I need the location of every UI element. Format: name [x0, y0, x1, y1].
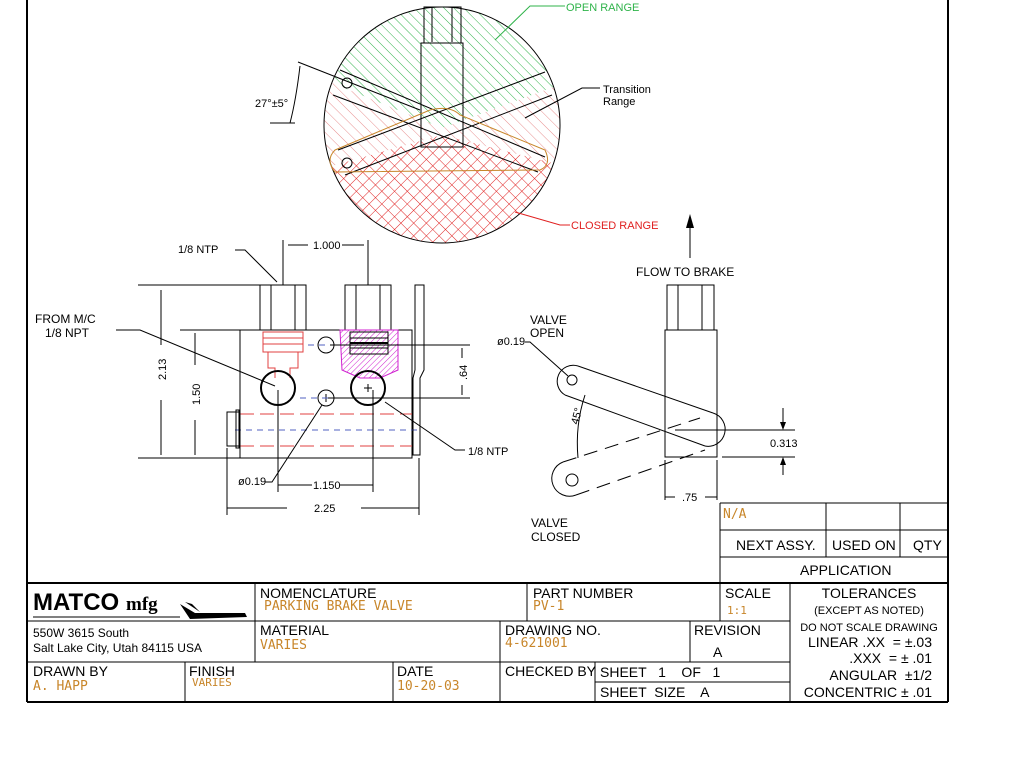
- dim-offset: .64: [458, 365, 470, 380]
- lever-angle-label: 45°: [569, 407, 585, 426]
- top-view-range-diagram: 27°±5° OPEN RANGE Transition Range CLOSE…: [255, 2, 658, 244]
- bracket-plate: [412, 284, 425, 456]
- drawn-by-label: DRAWN BY: [33, 663, 109, 679]
- address-line-1: 550W 3615 South: [33, 626, 129, 640]
- drawing-no-label: DRAWING NO.: [505, 622, 601, 638]
- closed-range-label: CLOSED RANGE: [571, 220, 658, 232]
- used-on-header: USED ON: [832, 537, 896, 553]
- qty-header: QTY: [913, 537, 942, 553]
- date-label: DATE: [397, 663, 433, 679]
- valve-body: [239, 329, 413, 459]
- bore-plug: [226, 411, 241, 447]
- drawing-no-value: 4-621001: [505, 636, 568, 651]
- hole-diameter-label: ø0.19: [238, 476, 266, 488]
- port-right-label: 1/8 NTP: [468, 446, 508, 458]
- port-top-label: 1/8 NTP: [178, 244, 218, 256]
- port-fitting-left: [259, 284, 307, 331]
- tolerances-title: TOLERANCES: [822, 585, 917, 601]
- sheet-number: SHEET 1 OF 1: [600, 664, 721, 680]
- revision-label: REVISION: [694, 622, 761, 638]
- lever-open: [556, 364, 726, 447]
- valve-closed-label-2: CLOSED: [531, 530, 581, 544]
- outlet-port-circle: [350, 370, 386, 406]
- title-block: MATCO mfg 550W 3615 South Salt Lake City…: [27, 582, 948, 703]
- lever-hole: [566, 374, 578, 386]
- dim-side-width: .75: [682, 492, 697, 504]
- valve-open-label: VALVE: [530, 313, 567, 327]
- lever-hole: [341, 157, 353, 169]
- stem-body: [420, 42, 464, 148]
- application-title: APPLICATION: [800, 562, 892, 578]
- scale-value: 1:1: [727, 604, 747, 617]
- dim-body-height: 1.50: [191, 384, 203, 405]
- tolerance-concentric: CONCENTRIC ± .01: [804, 684, 932, 700]
- application-table: N/A NEXT ASSY. USED ON QTY APPLICATION: [719, 502, 948, 583]
- lever-hole-diameter: ø0.19: [497, 336, 525, 348]
- dim-hole-spacing: 1.150: [313, 480, 341, 492]
- valve-open-label-2: OPEN: [530, 326, 564, 340]
- finish-label: FINISH: [189, 663, 235, 679]
- tolerances-except: (EXCEPT AS NOTED): [814, 605, 924, 617]
- date-value: 10-20-03: [397, 679, 460, 694]
- material-value: VARIES: [260, 638, 307, 653]
- dim-port-spacing: 1.000: [313, 240, 341, 252]
- port-fitting-right: [344, 284, 392, 331]
- front-view: 2.13 1.50 .64 1.000 1/8 NTP FROM M/C 1/8…: [35, 240, 508, 515]
- tolerances-no-scale: DO NOT SCALE DRAWING: [800, 622, 938, 634]
- drawn-by-value: A. HAPP: [33, 679, 88, 694]
- next-assy-header: NEXT ASSY.: [736, 537, 816, 553]
- finish-value: VARIES: [192, 676, 232, 689]
- nomenclature-label: NOMENCLATURE: [260, 585, 376, 601]
- side-view: FLOW TO BRAKE 45° VALVE OPEN ø0.19 0.313…: [497, 214, 798, 544]
- transition-range-label-2: Range: [603, 96, 635, 108]
- next-assy-value: N/A: [723, 507, 747, 522]
- valve-closed-label: VALVE: [531, 516, 568, 530]
- part-number-label: PART NUMBER: [533, 585, 633, 601]
- from-mc-label: FROM M/C: [35, 312, 96, 326]
- open-range-label: OPEN RANGE: [566, 2, 639, 14]
- nomenclature-value: PARKING BRAKE VALVE: [264, 599, 413, 614]
- scale-label: SCALE: [725, 585, 771, 601]
- lever-lower: [337, 71, 553, 176]
- company-logo-suffix: mfg: [126, 594, 158, 615]
- sheet-size: SHEET SIZE A: [600, 684, 710, 700]
- tolerance-linear-xxx: .XXX = ± .01: [849, 650, 932, 666]
- dim-lever-offset: 0.313: [770, 438, 798, 450]
- transition-range-label: Transition: [603, 84, 651, 96]
- from-mc-thread: 1/8 NPT: [45, 326, 90, 340]
- company-logo: MATCO: [33, 589, 119, 616]
- tolerances-block: TOLERANCES (EXCEPT AS NOTED) DO NOT SCAL…: [800, 585, 938, 700]
- outlet-fitting: [666, 284, 715, 331]
- flow-to-brake-label: FLOW TO BRAKE: [636, 265, 734, 279]
- part-number-value: PV-1: [533, 599, 564, 614]
- address-line-2: Salt Lake City, Utah 84115 USA: [33, 641, 202, 655]
- lever-mid-position: [329, 107, 549, 173]
- lever-closed-dashed: [551, 417, 706, 497]
- jet-logo-icon: [180, 602, 247, 619]
- tolerance-linear-xx: LINEAR .XX = ±.03: [808, 634, 932, 650]
- dim-width: 2.25: [314, 503, 335, 515]
- revision-value: A: [713, 644, 723, 660]
- checked-by-label: CHECKED BY: [505, 663, 597, 679]
- tolerance-angular: ANGULAR ±1/2: [829, 667, 932, 683]
- material-label: MATERIAL: [260, 622, 329, 638]
- angle-dimension: 27°±5°: [255, 98, 288, 110]
- side-body: [664, 329, 718, 458]
- dim-total-height: 2.13: [157, 359, 169, 380]
